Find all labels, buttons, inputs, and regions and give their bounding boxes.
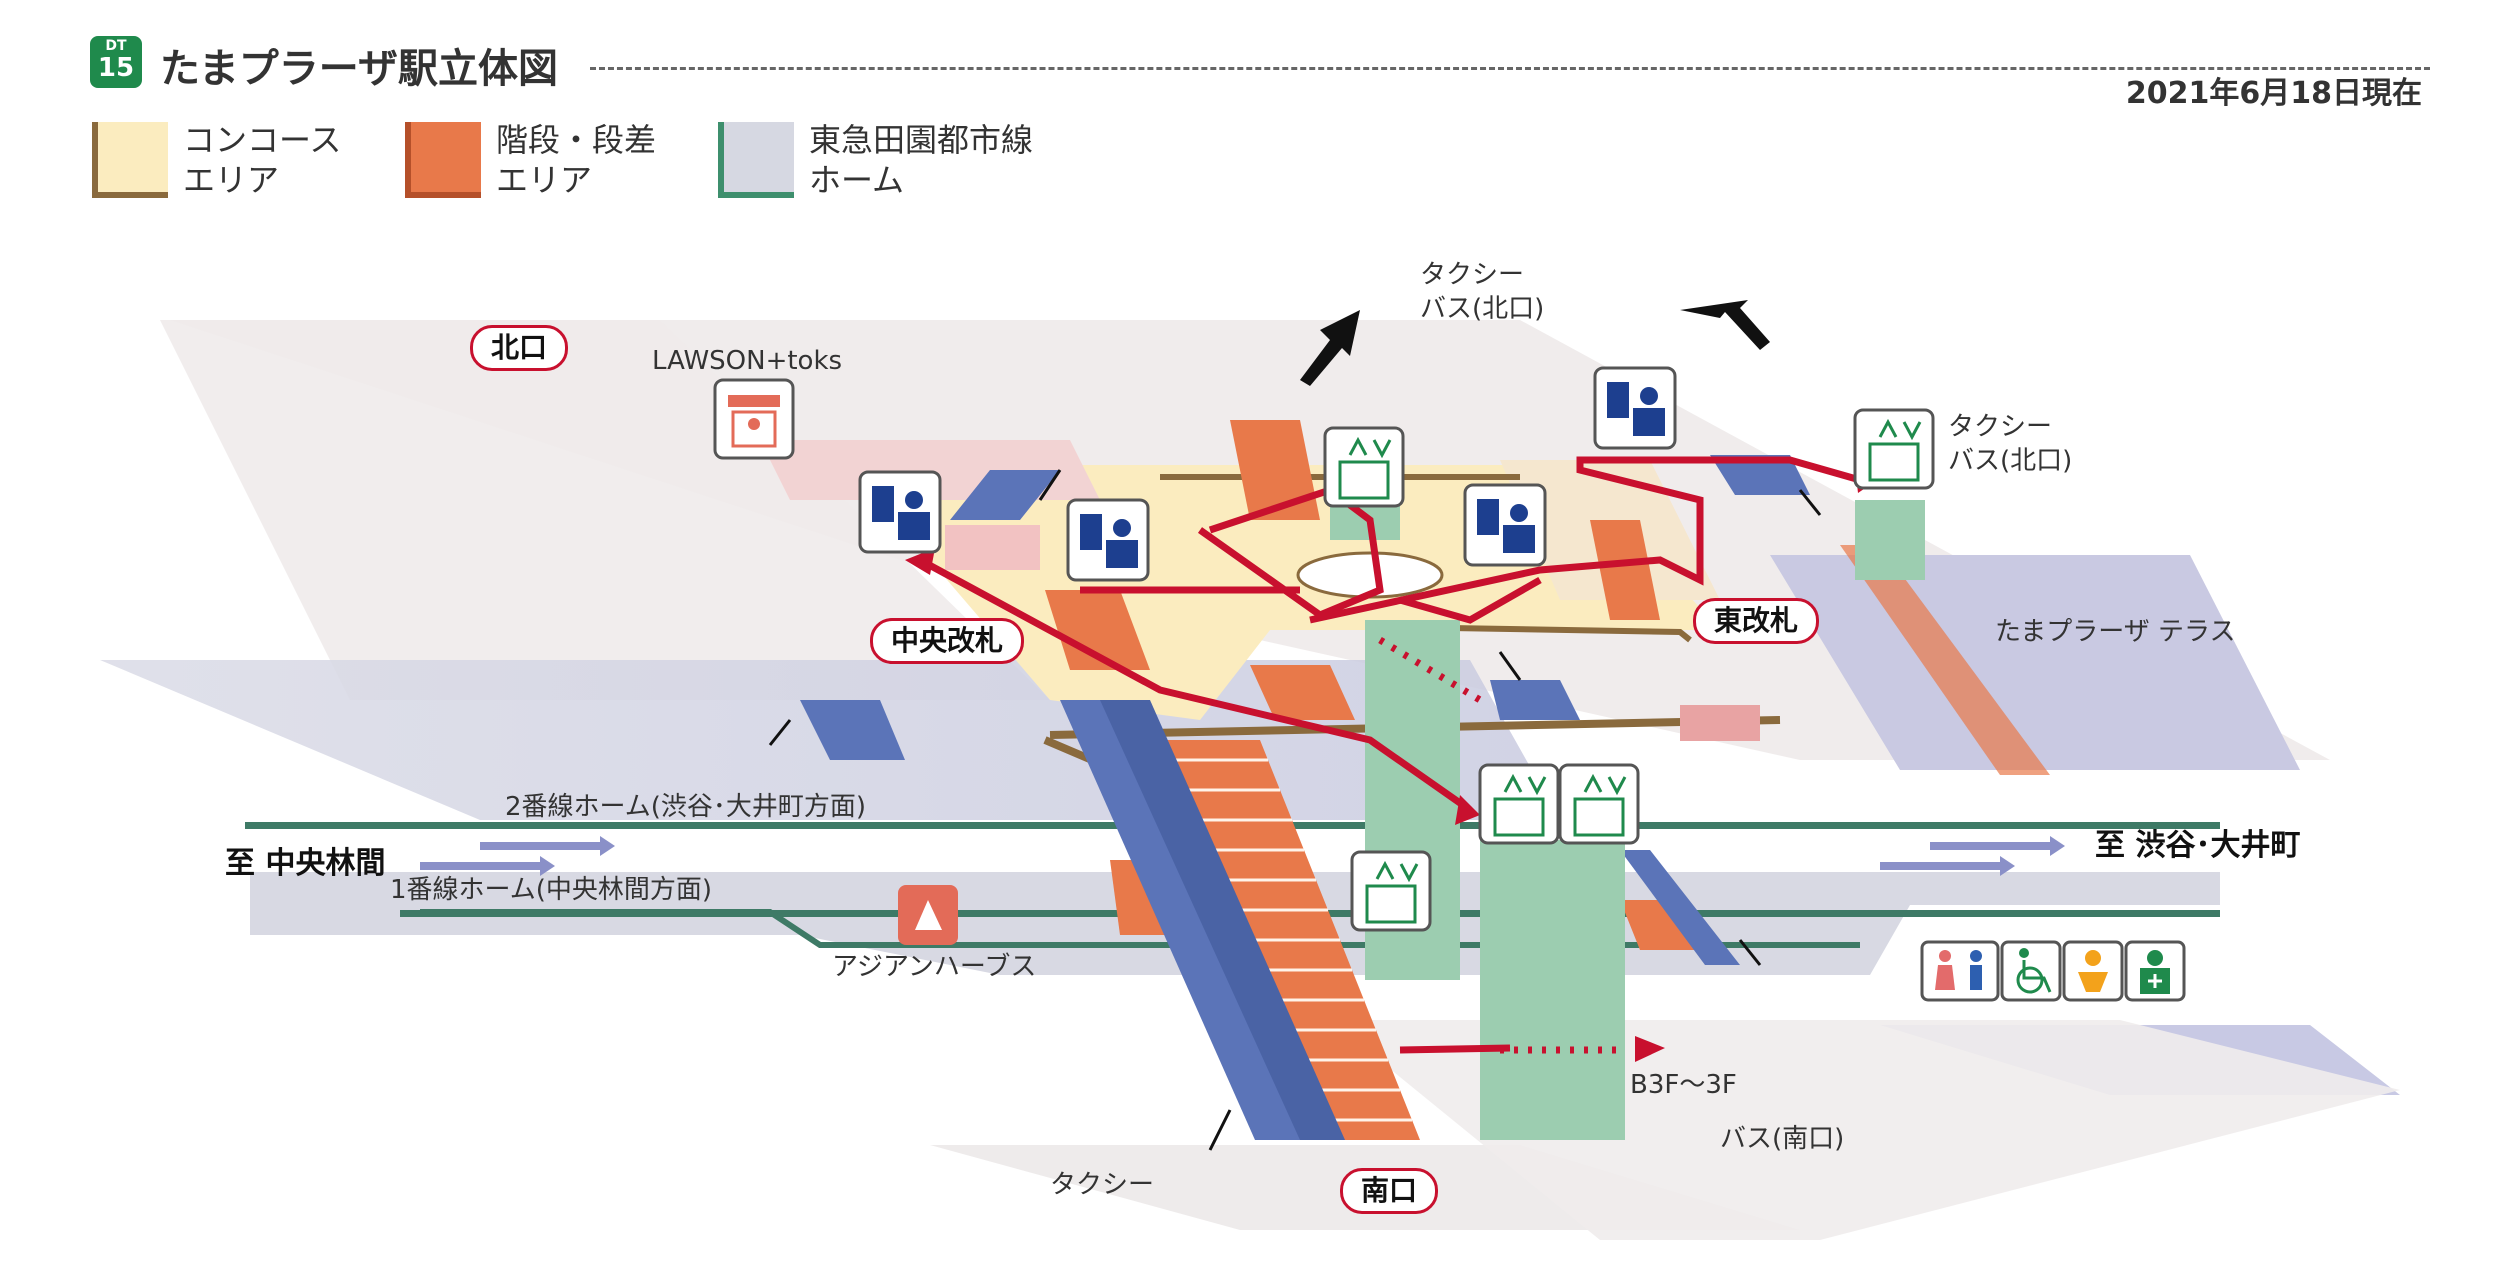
concourse-edge-4	[1449, 625, 1692, 643]
legend-label-stairs: 階段・段差 エリア	[496, 121, 657, 199]
ticket-machine-icon-4[interactable]	[1593, 366, 1677, 450]
station-number: 15	[97, 53, 135, 83]
label-taxi-bus-north-right: タクシー バス(北口)	[1948, 412, 2073, 476]
restroom-icon[interactable]	[1920, 940, 2000, 1002]
label-platform-2: 2番線ホーム(渋谷･大井町方面)	[505, 792, 867, 822]
elevator-icon[interactable]	[1323, 426, 1405, 508]
route-dotted	[1378, 636, 1620, 1054]
ground-floor-left	[160, 320, 1050, 700]
label-to-shibuya: 至 渋谷･大井町	[2095, 828, 2301, 863]
line-badge: DT 15	[90, 36, 142, 88]
legend-swatch-stairs	[405, 122, 481, 198]
label-terrace: たまプラーザ テラス	[1995, 617, 2236, 647]
label-asian-herbs: アジアンハーブス	[832, 952, 1037, 982]
escalators	[800, 455, 1810, 1140]
direction-arrows	[1300, 300, 1770, 386]
legend-swatch-platform	[718, 122, 794, 198]
elevator-icon-5[interactable]	[1350, 850, 1432, 932]
ticket-machine-icon-2[interactable]	[1066, 498, 1150, 582]
label-lawson: LAWSON+toks	[652, 346, 843, 376]
elevator-icon-3[interactable]	[1478, 763, 1560, 845]
page-title: たまプラーザ駅立体図	[160, 46, 558, 92]
pink-block-2	[945, 525, 1040, 570]
exit-south[interactable]: 南口	[1340, 1168, 1439, 1214]
elevator-icon-4[interactable]	[1558, 763, 1640, 845]
label-taxi-south: タクシー	[1050, 1170, 1155, 1200]
ticket-machine-icon-3[interactable]	[1463, 483, 1547, 567]
pink-block	[1680, 705, 1760, 741]
baby-icon[interactable]	[2062, 940, 2124, 1002]
label-b3f: B3F〜3F	[1630, 1070, 1737, 1100]
label-bus-south: バス(南口)	[1720, 1124, 1845, 1154]
route-lines	[918, 456, 1861, 1054]
legend-swatch-concourse	[92, 122, 168, 198]
elevator-icon-2[interactable]	[1853, 408, 1935, 490]
first-aid-icon[interactable]	[2124, 940, 2186, 1002]
label-taxi-bus-north-top: タクシー バス(北口)	[1420, 260, 1545, 324]
title-divider	[590, 67, 2430, 70]
update-date: 2021年6月18日現在	[2125, 76, 2422, 111]
shop-icon[interactable]	[713, 378, 795, 460]
herb-shop-icon[interactable]	[898, 885, 958, 945]
ticket-machine-icon[interactable]	[858, 470, 942, 554]
line-code: DT	[105, 38, 127, 54]
legend-label-platform: 東急田園都市線 ホーム	[809, 121, 1034, 199]
label-to-chuorinkan: 至 中央林間	[225, 846, 386, 881]
gate-central[interactable]: 中央改札	[870, 618, 1025, 664]
exit-north[interactable]: 北口	[470, 325, 569, 371]
platform-arrows	[420, 836, 2065, 876]
gate-east[interactable]: 東改札	[1693, 598, 1820, 644]
pointer-lines	[768, 469, 1822, 1151]
wheelchair-icon[interactable]	[2000, 940, 2062, 1002]
label-platform-1: 1番線ホーム(中央林間方面)	[390, 875, 713, 905]
legend-label-concourse: コンコース エリア	[183, 121, 342, 199]
